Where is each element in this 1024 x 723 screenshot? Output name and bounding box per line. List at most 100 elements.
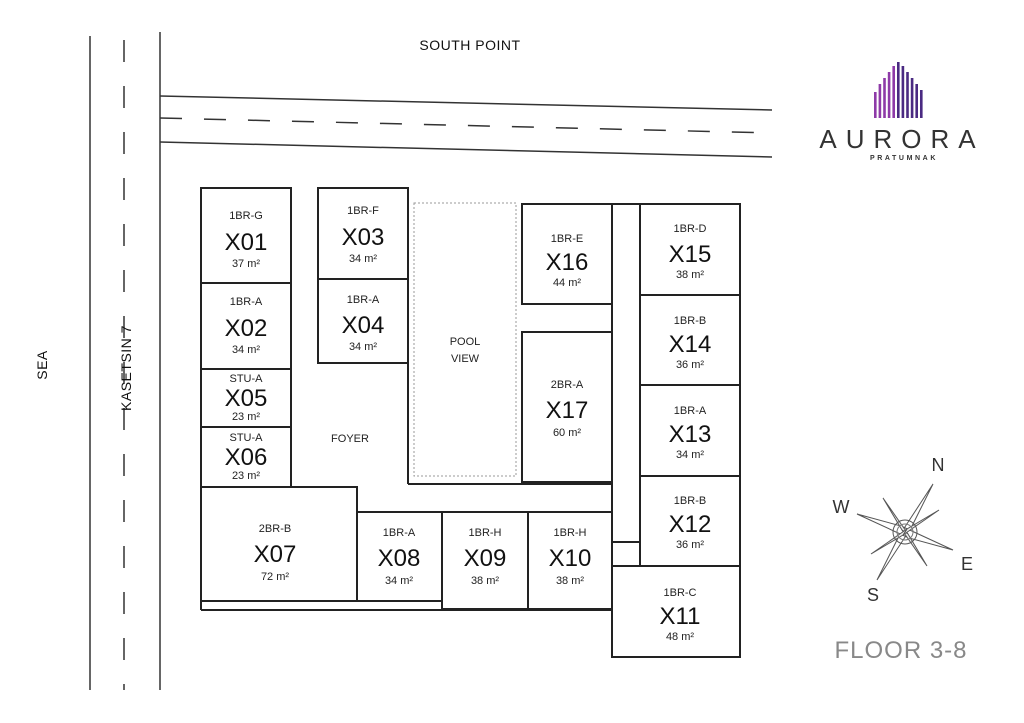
unit-x04[interactable]: 1BR-A X04 34 m²	[317, 278, 409, 364]
compass-s: S	[867, 585, 879, 605]
brand-subtitle: PRATUMNAK	[870, 155, 938, 162]
unit-code: X11	[660, 603, 701, 630]
unit-type: 2BR-A	[551, 379, 584, 391]
unit-code: X03	[342, 224, 385, 251]
compass-e: E	[961, 554, 973, 574]
unit-code: X14	[669, 331, 712, 358]
unit-type: STU-A	[230, 373, 264, 385]
aurora-logo: AURORA PRATUMNAK	[819, 62, 984, 162]
compass-ring	[892, 519, 918, 545]
unit-area: 34 m²	[385, 575, 413, 587]
south-point-label: SOUTH POINT	[419, 37, 520, 53]
unit-code: X04	[342, 312, 385, 339]
unit-type: 1BR-A	[347, 294, 380, 306]
logo-bar	[906, 72, 909, 118]
unit-area: 36 m²	[676, 359, 704, 371]
unit-type: 1BR-E	[551, 233, 583, 245]
unit-x08[interactable]: 1BR-A X08 34 m²	[356, 511, 443, 602]
floor-label: FLOOR 3-8	[834, 637, 967, 664]
unit-code: X01	[225, 229, 268, 256]
unit-outline	[200, 426, 292, 488]
unit-outline	[639, 203, 741, 296]
logo-bar	[878, 84, 882, 118]
unit-type: 1BR-G	[229, 210, 263, 222]
unit-area: 44 m²	[553, 277, 581, 289]
unit-area: 34 m²	[232, 344, 260, 356]
unit-type: 2BR-B	[259, 523, 291, 535]
pool-view-area	[413, 202, 517, 477]
unit-area: 34 m²	[349, 253, 377, 265]
unit-x10[interactable]: 1BR-H X10 38 m²	[527, 511, 613, 610]
unit-area: 23 m²	[232, 411, 260, 423]
unit-x03[interactable]: 1BR-F X03 34 m²	[317, 187, 409, 280]
unit-type: 1BR-A	[674, 405, 707, 417]
unit-type: 1BR-A	[383, 527, 416, 539]
logo-bar	[892, 66, 895, 118]
unit-type: 1BR-D	[673, 223, 706, 235]
unit-x06[interactable]: STU-A X06 23 m²	[200, 426, 292, 488]
unit-area: 37 m²	[232, 258, 260, 270]
pool-label-line1: POOL	[450, 336, 481, 348]
unit-type: 1BR-B	[674, 495, 706, 507]
brand-name: AURORA	[819, 124, 984, 154]
compass-n: N	[932, 455, 945, 475]
unit-outline	[521, 203, 613, 305]
unit-type: 1BR-H	[553, 527, 586, 539]
unit-outline	[441, 511, 529, 610]
unit-area: 23 m²	[232, 470, 260, 482]
unit-outline	[200, 187, 292, 284]
unit-x13[interactable]: 1BR-A X13 34 m²	[639, 384, 741, 477]
unit-type: 1BR-C	[663, 587, 696, 599]
unit-x11[interactable]: 1BR-C X11 48 m²	[611, 565, 741, 658]
unit-x05[interactable]: STU-A X05 23 m²	[200, 368, 292, 428]
unit-area: 38 m²	[471, 575, 499, 587]
foyer-label: FOYER	[331, 433, 369, 445]
unit-outline	[521, 331, 613, 483]
logo-bar	[901, 66, 905, 118]
unit-x02[interactable]: 1BR-A X02 34 m²	[200, 282, 292, 370]
unit-x15[interactable]: 1BR-D X15 38 m²	[639, 203, 741, 296]
unit-area: 72 m²	[261, 571, 289, 583]
south-point-centerline	[159, 117, 773, 134]
logo-bar	[883, 78, 886, 118]
unit-outline	[639, 475, 741, 567]
logo-bar	[887, 72, 891, 118]
roads	[89, 32, 773, 690]
unit-x07[interactable]: 2BR-B X07 72 m²	[200, 486, 358, 602]
unit-code: X06	[225, 444, 268, 471]
logo-bar	[897, 62, 900, 118]
unit-x16[interactable]: 1BR-E X16 44 m²	[521, 203, 613, 305]
south-point-edge-top	[159, 95, 773, 111]
unit-code: X08	[378, 545, 421, 572]
unit-x09[interactable]: 1BR-H X09 38 m²	[441, 511, 529, 610]
logo-bar	[915, 84, 918, 118]
unit-code: X07	[254, 541, 297, 568]
unit-outline	[527, 511, 613, 610]
compass-inner-ring	[896, 523, 914, 541]
unit-code: X05	[225, 385, 268, 412]
compass-rose-icon: N W E S	[833, 455, 974, 605]
south-point-edge-bottom	[159, 141, 773, 158]
sea-label: SEA	[34, 350, 50, 380]
unit-x17[interactable]: 2BR-A X17 60 m²	[521, 331, 613, 483]
pool-label-line2: VIEW	[451, 353, 480, 365]
unit-outline	[317, 187, 409, 280]
unit-x01[interactable]: 1BR-G X01 37 m²	[200, 187, 292, 284]
unit-code: X15	[669, 241, 712, 268]
unit-area: 60 m²	[553, 427, 581, 439]
unit-type: STU-A	[230, 432, 264, 444]
unit-code: X10	[549, 545, 592, 572]
logo-bar	[874, 92, 877, 118]
unit-outline	[200, 368, 292, 428]
unit-code: X16	[546, 249, 589, 276]
unit-area: 34 m²	[349, 341, 377, 353]
unit-code: X17	[546, 397, 589, 424]
logo-bar	[910, 78, 914, 118]
unit-area: 34 m²	[676, 449, 704, 461]
unit-x14[interactable]: 1BR-B X14 36 m²	[639, 294, 741, 386]
units: 1BR-G X01 37 m² 1BR-A X02 34 m² STU-A X0…	[200, 187, 741, 658]
unit-area: 38 m²	[556, 575, 584, 587]
unit-x12[interactable]: 1BR-B X12 36 m²	[639, 475, 741, 567]
unit-area: 38 m²	[676, 269, 704, 281]
